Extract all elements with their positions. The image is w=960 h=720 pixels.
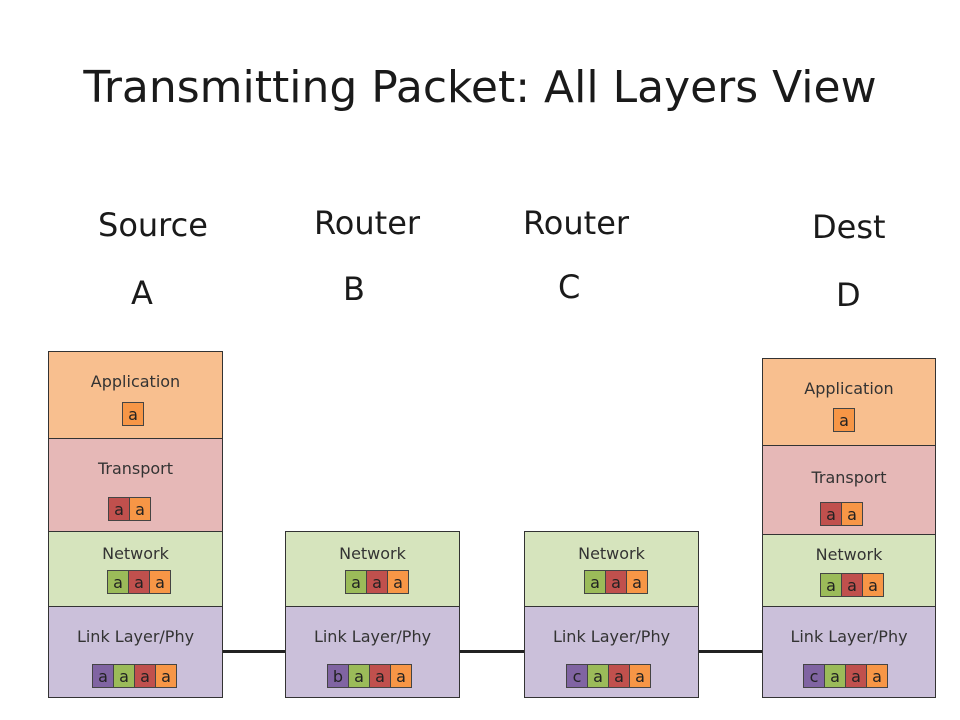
packet: a a a a [92, 664, 177, 688]
layer-name: Network [815, 545, 883, 564]
app-header: a [833, 408, 855, 432]
layer-name: Application [804, 379, 894, 398]
transport-header: a [845, 664, 867, 688]
transport-header: a [128, 570, 150, 594]
dest-application-layer: Application a [762, 358, 936, 446]
layer-name: Network [339, 544, 406, 563]
source-transport-layer: Transport a a [48, 438, 223, 532]
network-header: a [820, 573, 842, 597]
source-id-label: A [131, 274, 153, 312]
layer-name: Link Layer/Phy [313, 627, 432, 646]
link-header: b [327, 664, 349, 688]
network-header: a [348, 664, 370, 688]
app-header: a [862, 573, 884, 597]
layer-name: Link Layer/Phy [76, 627, 195, 646]
link-header: c [803, 664, 825, 688]
app-header: a [129, 497, 151, 521]
app-header: a [629, 664, 651, 688]
router-c-network-layer: Network a a a [524, 531, 699, 607]
link-b-c [459, 650, 525, 653]
router-c-id-label: C [558, 268, 581, 306]
diagram-title: Transmitting Packet: All Layers View [83, 62, 877, 113]
network-header: a [107, 570, 129, 594]
packet: a a a [345, 570, 409, 594]
network-header: a [113, 664, 135, 688]
router-c-link-layer: Link Layer/Phy c a a a [524, 606, 699, 698]
dest-transport-layer: Transport a a [762, 445, 936, 535]
packet: a a [820, 502, 863, 526]
transport-header: a [820, 502, 842, 526]
network-header: a [345, 570, 367, 594]
packet: c a a a [566, 664, 651, 688]
source-link-layer: Link Layer/Phy a a a a [48, 606, 223, 698]
layer-name: Network [578, 544, 645, 563]
app-header: a [390, 664, 412, 688]
source-application-layer: Application a [48, 351, 223, 439]
layer-name: Transport [97, 459, 174, 478]
packet: a a [108, 497, 151, 521]
app-header: a [866, 664, 888, 688]
transport-header: a [369, 664, 391, 688]
packet: a a a [584, 570, 648, 594]
link-header: c [566, 664, 588, 688]
layer-name: Transport [811, 468, 887, 487]
router-b-link-layer: Link Layer/Phy b a a a [285, 606, 460, 698]
link-header: a [92, 664, 114, 688]
app-header: a [626, 570, 648, 594]
link-a-b [222, 650, 286, 653]
app-header: a [155, 664, 177, 688]
transport-header: a [608, 664, 630, 688]
packet: a a a [107, 570, 171, 594]
packet: a [833, 408, 855, 432]
transport-header: a [841, 573, 863, 597]
transport-header: a [108, 497, 130, 521]
packet: b a a a [327, 664, 412, 688]
packet: a a a [820, 573, 884, 597]
source-label: Source [98, 206, 208, 244]
layer-name: Link Layer/Phy [790, 627, 908, 646]
router-c-label: Router [523, 204, 630, 242]
packet: c a a a [803, 664, 888, 688]
dest-id-label: D [836, 276, 861, 314]
transport-header: a [134, 664, 156, 688]
dest-link-layer: Link Layer/Phy c a a a [762, 606, 936, 698]
layer-name: Application [90, 372, 181, 391]
app-header: a [149, 570, 171, 594]
link-c-d [698, 650, 763, 653]
layer-name: Network [102, 544, 169, 563]
transport-header: a [605, 570, 627, 594]
router-b-label: Router [314, 204, 421, 242]
router-b-id-label: B [343, 270, 365, 308]
app-header: a [387, 570, 409, 594]
router-b-network-layer: Network a a a [285, 531, 460, 607]
source-network-layer: Network a a a [48, 531, 223, 607]
layer-name: Link Layer/Phy [552, 627, 671, 646]
network-header: a [584, 570, 606, 594]
app-header: a [841, 502, 863, 526]
transport-header: a [366, 570, 388, 594]
app-header: a [122, 402, 144, 426]
dest-network-layer: Network a a a [762, 534, 936, 607]
network-header: a [587, 664, 609, 688]
dest-label: Dest [812, 208, 886, 246]
packet: a [122, 402, 144, 426]
network-header: a [824, 664, 846, 688]
